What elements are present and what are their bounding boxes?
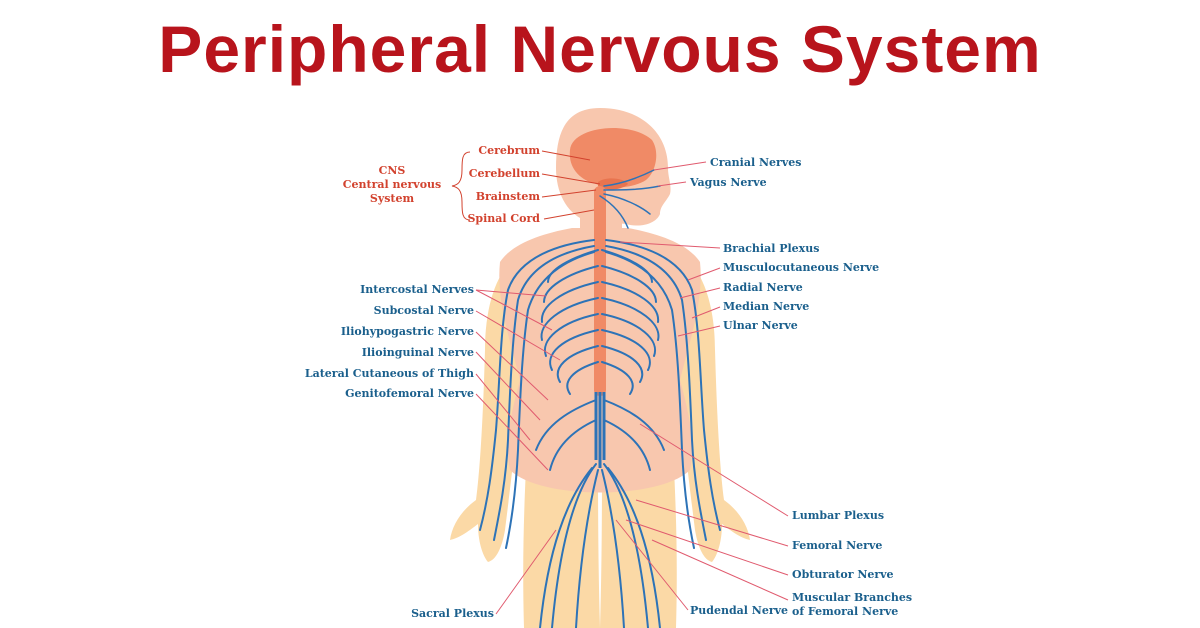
cns-line-1: CNS [378, 164, 406, 177]
label-brainstem: Brainstem [475, 190, 540, 203]
brain [569, 127, 657, 188]
label-cranial-nerves: Cranial Nerves [710, 156, 802, 169]
pns-leader-lines [475, 161, 789, 615]
label-brachial-plexus: Brachial Plexus [723, 242, 820, 255]
label-pudendal-nerve: Pudendal Nerve [690, 604, 789, 617]
cauda-equina [594, 392, 606, 468]
spinal-cord-shape [594, 186, 606, 396]
label-vagus-nerve: Vagus Nerve [690, 176, 767, 189]
label-subcostal-nerve: Subcostal Nerve [373, 304, 474, 317]
arm-nerves [479, 239, 721, 549]
cns-leader-lines [451, 150, 601, 221]
cns-line-3: System [369, 192, 415, 205]
page-title: Peripheral Nervous System [158, 12, 1042, 86]
left-arm [450, 252, 525, 562]
label-iliohypogastric-nerve: Iliohypogastric Nerve [340, 325, 474, 338]
label-median-nerve: Median Nerve [723, 300, 810, 313]
label-muscular-branches-line-1: Muscular Branches [792, 591, 913, 604]
label-obturator-nerve: Obturator Nerve [792, 568, 894, 581]
label-ulnar-nerve: Ulnar Nerve [723, 319, 798, 332]
label-muscular-branches: Muscular Branches of Femoral Nerve [792, 591, 912, 619]
cns-line-2: Central nervous [342, 178, 442, 191]
label-cerebellum: Cerebellum [468, 167, 540, 180]
leg-nerves [539, 463, 661, 628]
label-lumbar-plexus: Lumbar Plexus [792, 509, 885, 522]
label-muscular-branches-line-2: of Femoral Nerve [792, 605, 899, 618]
label-musculocutaneous-nerve: Musculocutaneous Nerve [723, 261, 880, 274]
cns-group-label: CNS Central nervous System [336, 164, 448, 206]
label-ilioinguinal-nerve: Ilioinguinal Nerve [361, 346, 474, 359]
label-lateral-cutaneous-thigh: Lateral Cutaneous of Thigh [304, 367, 474, 380]
lumbar-plexus-nerves [535, 399, 665, 471]
label-spinal-cord: Spinal Cord [467, 212, 540, 225]
label-cerebrum: Cerebrum [478, 144, 540, 157]
nerve-network [479, 169, 721, 628]
label-sacral-plexus: Sacral Plexus [411, 607, 494, 620]
label-intercostal-nerves: Intercostal Nerves [360, 283, 474, 296]
label-radial-nerve: Radial Nerve [723, 281, 803, 294]
label-genitofemoral-nerve: Genitofemoral Nerve [345, 387, 474, 400]
label-femoral-nerve: Femoral Nerve [792, 539, 883, 552]
right-arm [675, 252, 750, 562]
cranial-nerve-branches [599, 169, 661, 229]
